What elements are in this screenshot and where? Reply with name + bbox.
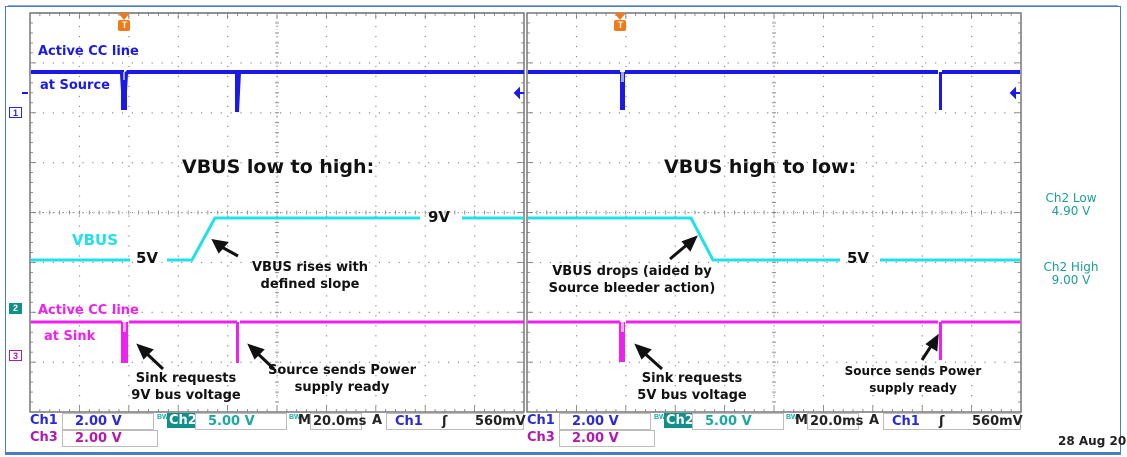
ch3-marker[interactable]: 3 (9, 350, 22, 361)
ch2-scale-box[interactable]: 5.00 V (195, 413, 287, 430)
source-cc-label-line1: Active CC line (38, 44, 139, 59)
ch2-bw-icon-right: BW (654, 414, 666, 421)
left-traces (31, 13, 524, 363)
sink-cc-label-line2: at Sink (44, 329, 96, 344)
vbus-label: VBUS (72, 231, 119, 249)
annotation-ps-ready-right: Source sends Power supply ready (844, 364, 982, 395)
annotation-ps-ready-left: Source sends Power supply ready (267, 363, 417, 395)
right-traces (22, 13, 1020, 362)
right-panel-title: VBUS high to low: (664, 156, 857, 178)
ch1-label: Ch1 (30, 413, 58, 428)
left-vbus-9v-label: 9V (428, 208, 451, 226)
annotation-rise: VBUS rises with defined slope (251, 260, 369, 292)
ch2-label[interactable]: Ch2 (167, 413, 199, 428)
sink-cc-label-line1: Active CC line (38, 303, 139, 318)
rising-edge-icon: ʃ (442, 414, 448, 429)
top-strip-line (8, 5, 1118, 6)
grid-dots (29, 12, 1022, 413)
annotation-drop: VBUS drops (aided by Source bleeder acti… (548, 264, 716, 296)
ch1-scale-box[interactable]: 2.00 V (62, 413, 154, 430)
top-strip (0, 0, 1127, 6)
trigger-mode-right: A (869, 413, 880, 428)
trigger-marker-left: T (121, 20, 128, 30)
ch3-label: Ch3 (30, 430, 58, 445)
right-vbus-5v-label: 5V (847, 249, 870, 267)
timebase-prefix-right: M (795, 413, 808, 428)
annotation-sink-request-9v: Sink requests 9V bus voltage (131, 371, 241, 403)
ch2-low-measurement: Ch2 Low 4.90 V (1045, 191, 1097, 218)
ch1-scale-box-right[interactable]: 2.00 V (559, 413, 651, 430)
annotation-sink-request-5v: Sink requests 5V bus voltage (637, 371, 747, 403)
left-vbus-5v-label: 5V (136, 249, 159, 267)
ch3-scale-box-right[interactable]: 2.00 V (559, 430, 655, 447)
ch1-marker[interactable]: 1 (9, 107, 22, 118)
timebase-box[interactable]: 20.0ms (310, 413, 366, 430)
ch3-scale-box[interactable]: 2.00 V (62, 430, 158, 447)
timebase-prefix: M (298, 413, 311, 428)
capture-date: 28 Aug 20 (1058, 434, 1127, 448)
trigger-marker-right: T (617, 20, 624, 30)
ch2-scale-box-right[interactable]: 5.00 V (692, 413, 784, 430)
timebase-box-right[interactable]: 20.0ms (807, 413, 863, 430)
trigger-box[interactable]: Ch1 ʃ 560mV (386, 413, 526, 430)
rising-edge-icon: ʃ (939, 414, 945, 429)
timebase-bw-icon-right: BW (786, 414, 798, 421)
ch2-marker[interactable]: 2 (9, 303, 22, 314)
ch2-bw-icon: BW (157, 414, 169, 421)
source-cc-label-line2: at Source (40, 78, 110, 93)
ch2-high-measurement: Ch2 High 9.00 V (1043, 260, 1099, 287)
timebase-bw-icon: BW (289, 414, 301, 421)
trigger-box-right[interactable]: Ch1 ʃ 560mV (883, 413, 1023, 430)
annotation-arrows (136, 235, 939, 371)
ch1-label-right: Ch1 (527, 413, 555, 428)
ch3-label-right: Ch3 (527, 430, 555, 445)
figure-frame (5, 6, 1121, 455)
trigger-mode: A (372, 413, 383, 428)
left-panel-title: VBUS low to high: (182, 156, 375, 178)
ch2-label-right[interactable]: Ch2 (664, 413, 696, 428)
